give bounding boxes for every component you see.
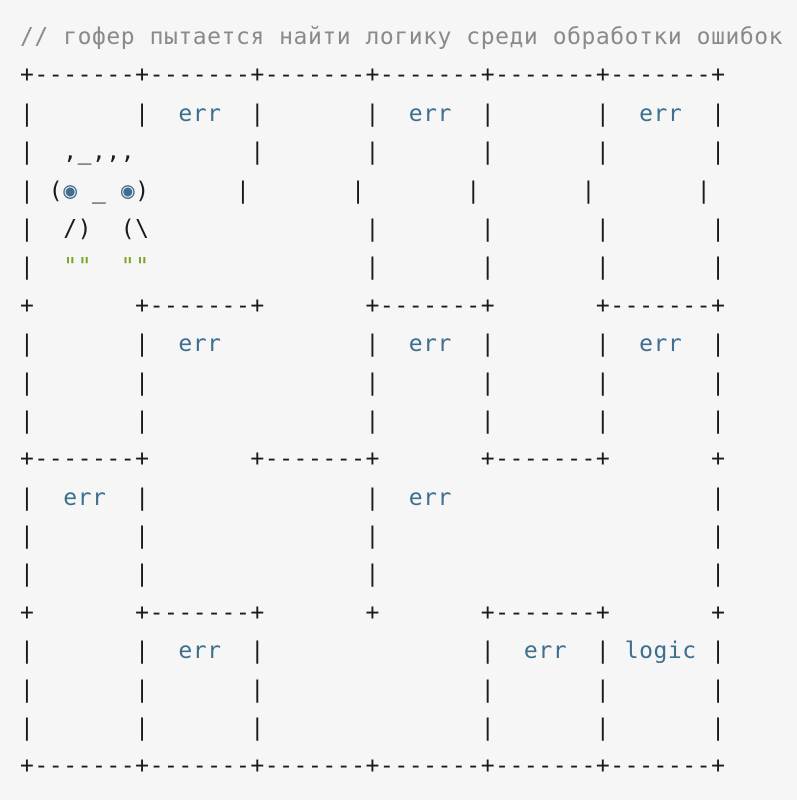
maze-line: + +-------+ + +-------+ + [20,594,783,632]
gopher-feet: "" [63,254,92,281]
err-label: err [408,100,452,127]
logic-label: logic [624,638,697,665]
maze-wall-text: + +-------+ + +-------+ + [20,599,726,626]
comment-line: // гофер пытается найти логику среди обр… [20,18,783,56]
gopher-eye-icon: ◉ [120,177,136,204]
err-label: err [408,484,452,511]
err-label: err [178,638,222,665]
ascii-maze-code-block: // гофер пытается найти логику среди обр… [20,18,783,786]
maze-wall-text: + +-------+ +-------+ +-------+ [20,292,726,319]
maze-wall-text: | [221,331,409,358]
maze-wall-text: | [567,638,625,665]
maze-wall-text: +-------+ +-------+ +-------+ + [20,446,726,473]
maze-line: | | | | | | [20,709,783,747]
maze-wall-text: | [20,484,64,511]
err-label: err [178,331,222,358]
maze-wall-text: | | [221,100,409,127]
maze-wall-text: | | [451,331,640,358]
maze-wall-text: | | [20,638,179,665]
err-label: err [178,100,222,127]
err-label: err [63,484,107,511]
maze-wall-text: | [682,100,726,127]
maze-line: | ,_,,, | | | | | [20,133,783,171]
maze-wall-text: ) | | | | | [135,177,712,204]
maze-wall-text: | | [20,331,179,358]
err-label: err [523,638,568,665]
maze-line: | | err | | err | logic | [20,632,783,670]
gopher-feet: "" [120,254,150,281]
maze-wall-text: +-------+-------+-------+-------+-------… [20,753,726,780]
maze-line: | err | | err | [20,479,783,517]
maze-wall-text: | | | | [20,561,726,588]
maze-wall-text: | | [221,638,524,665]
maze-line: +-------+-------+-------+-------+-------… [20,747,783,785]
maze-wall-text: +-------+-------+-------+-------+-------… [20,62,726,89]
maze-wall-text: | [682,331,726,358]
maze-wall-text: | ,_,,, | | | | | [20,139,726,166]
maze-wall-text: | | | | | | [20,715,726,742]
maze-line: | | err | err | | err | [20,325,783,363]
maze-wall-text: | | [451,100,640,127]
maze-wall-text [92,254,121,280]
maze-wall-text: | /) (\ | | | | [20,215,726,242]
maze-line: | "" "" | | | | [20,248,783,286]
err-label: err [639,100,683,127]
code-comment: // гофер пытается найти логику среди обр… [20,24,784,50]
maze-wall-text: | ( [20,177,64,204]
maze-line: | | err | | err | | err | [20,95,783,133]
gopher-eye-icon: ◉ [63,177,78,204]
maze-wall-text: | | | | [149,254,726,281]
maze-line: + +-------+ +-------+ +-------+ [20,287,783,325]
maze-wall-text: | | | | | | [20,676,726,703]
maze-wall-text: _ [77,177,121,204]
maze-wall-text: | | [106,484,409,511]
maze-line: | /) (\ | | | | [20,210,783,248]
maze-line: | | | | | | [20,671,783,709]
maze-line: | (◉ _ ◉) | | | | | [20,172,783,210]
maze-line: | | | | | | [20,364,783,402]
maze-wall-text: | | | | | | [20,369,726,396]
maze-wall-text: | | [20,100,179,127]
maze-line: | | | | [20,555,783,593]
maze-wall-text: | | | | [20,523,726,550]
err-label: err [408,331,452,358]
maze-line: | | | | [20,517,783,555]
maze-line: +-------+ +-------+ +-------+ + [20,440,783,478]
maze-line: | | | | | | [20,402,783,440]
maze-wall-text: | [20,254,64,281]
maze-wall-text: | [696,638,726,665]
maze-wall-text: | | | | | | [20,407,726,434]
err-label: err [639,331,683,358]
maze-line: +-------+-------+-------+-------+-------… [20,56,783,94]
maze-wall-text: | [451,484,726,511]
